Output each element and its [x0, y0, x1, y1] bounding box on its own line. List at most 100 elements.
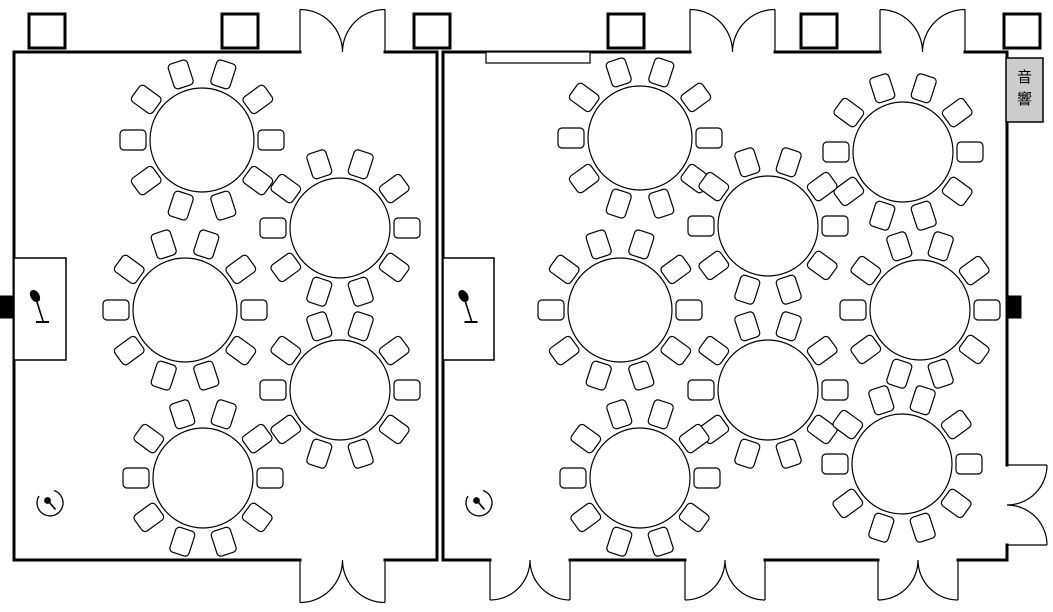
chair: [130, 165, 162, 196]
door-leaf: [879, 8, 966, 53]
chair: [193, 360, 220, 391]
pillar: [606, 12, 646, 50]
chair: [698, 250, 730, 281]
chair: [210, 526, 237, 557]
chair: [113, 335, 145, 366]
chair: [832, 488, 864, 519]
chair: [225, 335, 257, 366]
double-door: [299, 8, 386, 53]
chair: [570, 502, 602, 533]
chair: [734, 274, 761, 305]
pillar: [412, 12, 452, 50]
chair: [941, 176, 973, 207]
chair: [734, 438, 761, 469]
chair: [695, 127, 723, 149]
chair: [647, 526, 674, 557]
audio-equipment-box: 音響: [1005, 57, 1044, 123]
chair: [259, 379, 287, 401]
chair: [687, 215, 715, 237]
wall-tab: [0, 295, 15, 319]
handheld-mic-icon: [465, 489, 493, 517]
chair: [775, 274, 802, 305]
round-table: [717, 175, 819, 277]
chair: [119, 129, 147, 151]
chair: [256, 467, 284, 489]
chair: [393, 217, 421, 239]
chair: [806, 171, 838, 202]
chair: [940, 409, 972, 440]
chair: [822, 141, 850, 163]
chair: [306, 438, 333, 469]
chair: [378, 173, 410, 204]
chair: [886, 358, 913, 389]
chair: [210, 59, 237, 90]
door-leaf: [689, 8, 776, 53]
chair: [958, 255, 990, 286]
chair: [548, 254, 580, 285]
chair: [270, 252, 302, 283]
chair: [548, 335, 580, 366]
round-table: [152, 427, 254, 529]
round-table: [149, 87, 255, 193]
podium-mic-stand: [13, 257, 67, 361]
chair: [259, 217, 287, 239]
chair: [169, 399, 196, 430]
banquet-table-group: [687, 311, 849, 469]
chair: [585, 360, 612, 391]
chair: [775, 147, 802, 178]
chair: [628, 360, 655, 391]
pillar: [27, 12, 67, 50]
chair: [675, 299, 703, 321]
banquet-table-group: [557, 57, 723, 219]
chair: [393, 379, 421, 401]
banquet-table-group: [821, 385, 983, 543]
chair: [955, 453, 983, 475]
chair: [347, 149, 374, 180]
chair: [775, 438, 802, 469]
double-door: [489, 559, 571, 601]
chair: [102, 299, 130, 321]
chair: [167, 190, 194, 221]
chair: [806, 250, 838, 281]
chair: [241, 502, 273, 533]
double-door: [1006, 464, 1048, 546]
chair: [537, 299, 565, 321]
chair: [941, 97, 973, 128]
banquet-table-group: [122, 399, 284, 557]
chair: [568, 163, 600, 194]
round-table: [589, 427, 691, 529]
chair: [806, 414, 838, 445]
chair: [734, 311, 761, 342]
chair: [150, 229, 177, 260]
chair: [869, 200, 896, 231]
chair: [927, 358, 954, 389]
wall-tab: [1006, 295, 1022, 319]
mic-stand-icon: [458, 289, 478, 323]
banquet-table-group: [839, 231, 1001, 389]
chair: [833, 176, 865, 207]
banquet-table-group: [259, 311, 421, 469]
round-table: [717, 339, 819, 441]
chair: [868, 512, 895, 543]
banquet-table-group: [119, 59, 285, 221]
chair: [660, 254, 692, 285]
banquet-table-group: [822, 73, 984, 231]
chair: [347, 438, 374, 469]
chair: [133, 423, 165, 454]
chair: [306, 311, 333, 342]
chair: [606, 526, 633, 557]
audio-box-rect: [1005, 57, 1044, 123]
chair: [910, 73, 937, 104]
chair: [832, 409, 864, 440]
round-table: [567, 257, 673, 363]
chair: [378, 335, 410, 366]
chair: [660, 335, 692, 366]
chair: [605, 188, 632, 219]
chair: [606, 399, 633, 430]
round-table: [869, 259, 971, 361]
chair: [242, 84, 274, 115]
chair: [775, 311, 802, 342]
chair: [568, 82, 600, 113]
